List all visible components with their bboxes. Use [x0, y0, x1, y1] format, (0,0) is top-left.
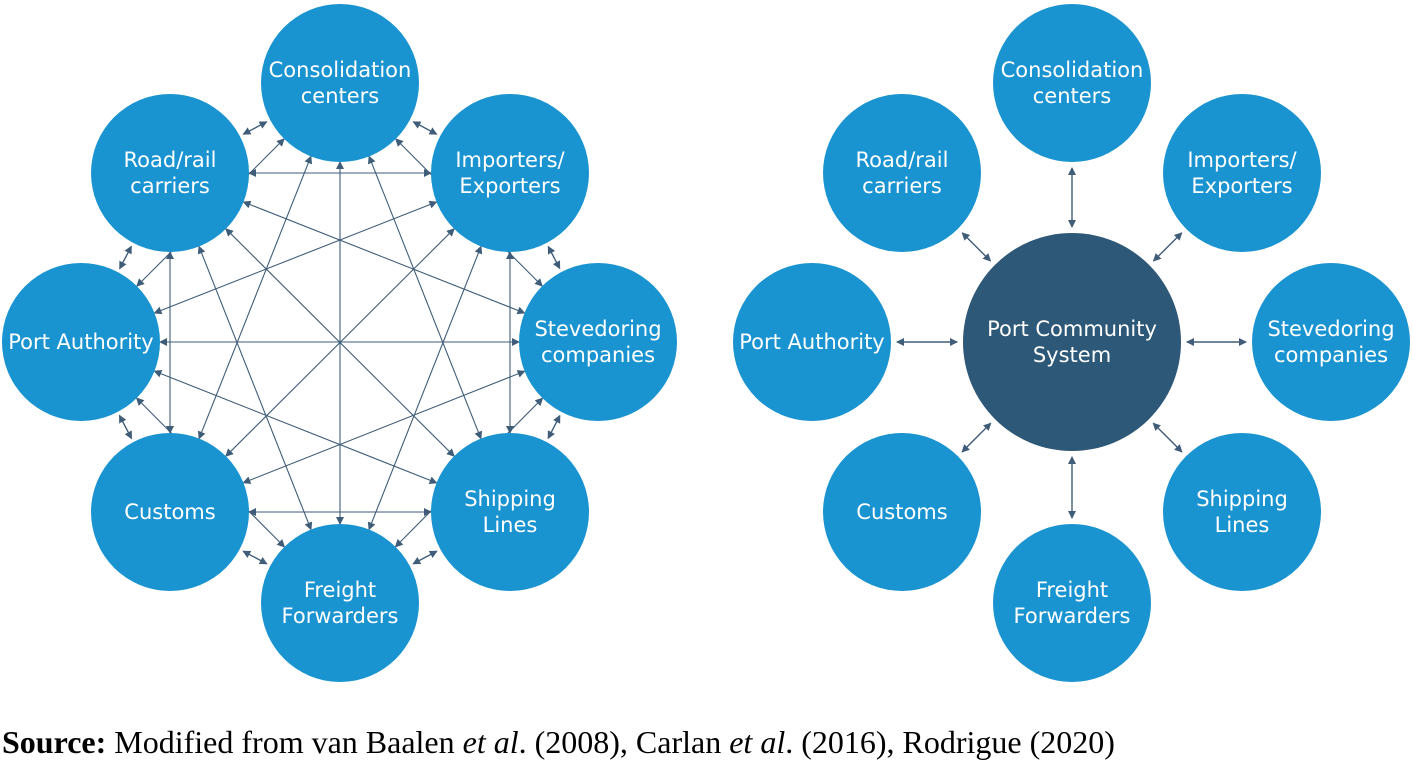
right-node-stevedoring-circle	[1252, 263, 1410, 421]
source-label: Source:	[2, 724, 107, 760]
left-node-freight-circle	[261, 524, 419, 682]
right-node-consolidation-label: Consolidation	[1001, 58, 1144, 82]
ring-connector	[412, 550, 438, 565]
left-node-port-authority-label: Port Authority	[8, 330, 154, 354]
right-hub-connectors	[896, 167, 1247, 519]
mesh-connector	[197, 245, 313, 531]
right-node-road-rail-label: carriers	[862, 174, 942, 198]
right-node-port-authority-circle	[733, 263, 891, 421]
hub-spoke-connector	[1152, 422, 1183, 453]
left-node-road-rail-label: carriers	[130, 174, 210, 198]
source-text-1: Modified from van Baalen	[106, 724, 463, 760]
left-node-customs-circle	[91, 433, 249, 591]
right-node-customs-circle	[823, 433, 981, 591]
right-node-stevedoring-label: Stevedoring	[1267, 317, 1394, 341]
port-community-system-hub-circle	[963, 233, 1181, 451]
left-diagram-nodes: ConsolidationcentersImporters/ExportersS…	[2, 4, 677, 682]
left-node-stevedoring-label: Stevedoring	[534, 317, 661, 341]
ring-connector	[547, 414, 561, 440]
left-node-consolidation-label: Consolidation	[269, 58, 412, 82]
right-node-customs-label: Customs	[856, 500, 947, 524]
ring-connector	[242, 121, 268, 135]
right-node-port-authority-label: Port Authority	[739, 330, 885, 354]
right-node-consolidation-label: centers	[1033, 84, 1112, 108]
right-node-shipping-label: Lines	[1215, 513, 1270, 537]
left-node-shipping-label: Shipping	[464, 487, 556, 511]
port-community-system-hub-label: Port Community	[987, 317, 1157, 341]
source-text-2: . (2008), Carlan	[518, 724, 730, 760]
left-node-customs-label: Customs	[124, 500, 215, 524]
right-node-stevedoring-label: companies	[1274, 343, 1388, 367]
diagram: ConsolidationcentersImporters/ExportersS…	[2, 4, 1410, 682]
right-node-importers-label: Exporters	[1191, 174, 1292, 198]
source-italic-2: et al	[729, 724, 786, 760]
source-citation: Source: Modified from van Baalen et al. …	[2, 724, 1115, 761]
left-node-stevedoring-label: companies	[541, 343, 655, 367]
left-node-port-authority: Port Authority	[2, 263, 160, 421]
hub-spoke-connector	[961, 232, 992, 262]
left-node-importers-label: Importers/	[455, 148, 565, 172]
left-ring-connectors	[118, 121, 561, 565]
left-node-customs: Customs	[91, 433, 249, 591]
right-node-customs: Customs	[823, 433, 981, 591]
right-node-shipping-circle	[1163, 433, 1321, 591]
ring-connector	[412, 121, 438, 135]
right-node-freight-circle	[993, 524, 1151, 682]
hub-spoke-connector	[961, 422, 992, 453]
right-node-shipping-label: Shipping	[1196, 487, 1288, 511]
right-node-freight-label: Forwarders	[1014, 604, 1131, 628]
ring-connector	[119, 245, 132, 270]
right-node-port-authority: Port Authority	[733, 263, 891, 421]
left-node-freight-label: Forwarders	[282, 604, 399, 628]
left-node-shipping-label: Lines	[483, 513, 538, 537]
left-node-freight-label: Freight	[304, 578, 376, 602]
right-node-importers-label: Importers/	[1187, 148, 1297, 172]
left-node-importers-circle	[431, 94, 589, 252]
left-node-stevedoring-circle	[519, 263, 677, 421]
right-node-freight-label: Freight	[1036, 578, 1108, 602]
hub-spoke-connector	[1152, 232, 1183, 262]
right-node-road-rail-label: Road/rail	[856, 148, 949, 172]
ring-connector	[242, 550, 268, 565]
port-community-system-hub-label: System	[1033, 343, 1111, 367]
left-node-consolidation-circle	[261, 4, 419, 162]
source-text-3: . (2016), Rodrigue (2020)	[785, 724, 1115, 760]
source-italic-1: et al	[462, 724, 519, 760]
right-node-road-rail-circle	[823, 94, 981, 252]
left-node-road-rail-label: Road/rail	[124, 148, 217, 172]
left-node-importers: Importers/Exporters	[431, 94, 589, 252]
right-node-consolidation-circle	[993, 4, 1151, 162]
left-node-shipping-circle	[431, 433, 589, 591]
right-node-importers-circle	[1163, 94, 1321, 252]
left-node-road-rail-circle	[91, 94, 249, 252]
ring-connector	[118, 414, 133, 440]
right-node-importers: Importers/Exporters	[1163, 94, 1321, 252]
left-node-importers-label: Exporters	[459, 174, 560, 198]
left-node-consolidation-label: centers	[301, 84, 380, 108]
left-node-port-authority-circle	[2, 263, 160, 421]
ring-connector	[547, 245, 561, 270]
